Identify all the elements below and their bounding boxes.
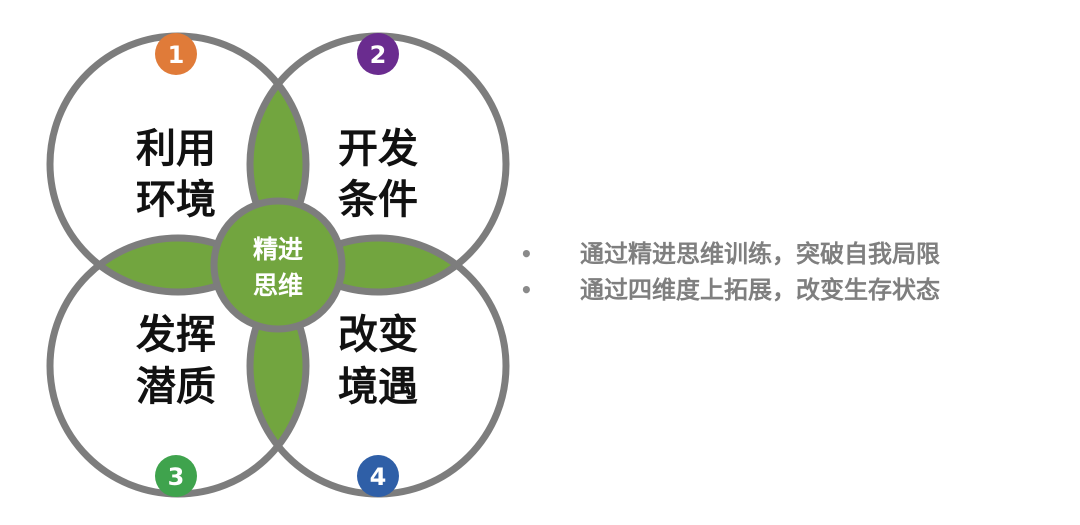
center-label-line1: 精进 bbox=[253, 235, 303, 264]
badge-2: 2 bbox=[357, 33, 399, 75]
quadrant-3-label-line1: 发挥 bbox=[136, 312, 216, 358]
bullet-text: 通过四维度上拓展，改变生存状态 bbox=[580, 276, 940, 304]
quadrant-3-label-line2: 潜质 bbox=[136, 364, 216, 410]
badge-1-number: 1 bbox=[168, 41, 185, 69]
center-core: 精进 思维 bbox=[210, 197, 346, 333]
quadrant-4-label-line2: 境遇 bbox=[338, 364, 418, 410]
bullet-item: • 通过精进思维训练，突破自我局限 bbox=[516, 236, 940, 272]
bullet-marker: • bbox=[520, 242, 533, 266]
badge-3: 3 bbox=[155, 455, 197, 497]
badge-4-number: 4 bbox=[370, 463, 387, 491]
badge-4: 4 bbox=[357, 455, 399, 497]
quadrant-2-label-line2: 条件 bbox=[338, 177, 418, 223]
badge-3-number: 3 bbox=[168, 463, 185, 491]
badge-2-number: 2 bbox=[370, 41, 387, 69]
quadrant-4-label-line1: 改变 bbox=[338, 312, 418, 358]
quadrant-2-label-line1: 开发 bbox=[338, 126, 418, 172]
center-label-line2: 思维 bbox=[253, 271, 303, 300]
bullet-text: 通过精进思维训练，突破自我局限 bbox=[580, 240, 940, 268]
quadrant-1-label-line1: 利用 bbox=[136, 126, 216, 172]
bullet-marker: • bbox=[520, 278, 533, 302]
quadrant-1-label-line2: 环境 bbox=[136, 177, 216, 223]
bullet-item: • 通过四维度上拓展，改变生存状态 bbox=[516, 272, 940, 308]
badge-1: 1 bbox=[155, 33, 197, 75]
bullet-list: • 通过精进思维训练，突破自我局限 • 通过四维度上拓展，改变生存状态 bbox=[516, 236, 940, 308]
